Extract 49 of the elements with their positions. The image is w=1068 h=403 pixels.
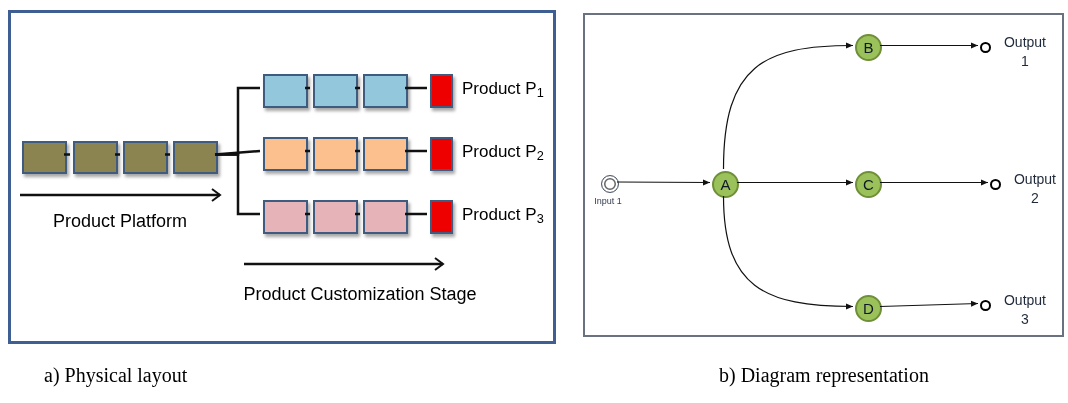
stage-label: Product Platform <box>51 210 189 233</box>
station-box <box>263 200 308 234</box>
panel-frame <box>8 10 556 344</box>
station-box <box>313 137 358 171</box>
station-box <box>363 74 408 108</box>
arrow <box>879 300 979 308</box>
node-caption: Product P$_{2}$ <box>462 141 545 165</box>
node-caption: Output 2 <box>1013 170 1057 208</box>
connector-line <box>64 153 70 156</box>
station-box <box>73 141 118 174</box>
station-box <box>123 141 168 174</box>
arrow <box>879 179 989 186</box>
arrow <box>722 42 854 170</box>
arrow <box>879 42 979 49</box>
station-box <box>313 74 358 108</box>
connector-line <box>305 212 310 216</box>
node-caption: Output 3 <box>1003 291 1047 329</box>
connector-line <box>355 212 360 216</box>
connector-line <box>215 153 260 216</box>
station-box <box>430 200 453 234</box>
station-box <box>263 74 308 108</box>
figure-caption: a) Physical layout <box>44 363 189 389</box>
connector-line <box>405 149 427 153</box>
station-box <box>430 137 453 171</box>
node-caption: Output 1 <box>1003 33 1047 71</box>
station-box <box>430 74 453 108</box>
node-caption: Product P$_{3}$ <box>462 204 545 228</box>
figure-caption: b) Diagram representation <box>719 363 930 389</box>
node-caption: Input 1 <box>593 196 623 207</box>
stage-label: Product Customization Stage <box>242 283 478 306</box>
connector-line <box>305 149 310 153</box>
station-box <box>22 141 67 174</box>
connector-line <box>165 153 170 156</box>
station-box <box>173 141 218 174</box>
arrow <box>722 195 854 310</box>
station-box <box>363 137 408 171</box>
connector-line <box>355 149 360 153</box>
station-box <box>263 137 308 171</box>
arrow <box>616 179 711 186</box>
connector-line <box>305 86 310 90</box>
connector-line <box>355 86 360 90</box>
station-box <box>363 200 408 234</box>
node-caption: Product P$_{1}$ <box>462 78 545 102</box>
arrow <box>736 179 854 186</box>
connector-line <box>405 86 427 90</box>
connector-line <box>115 153 120 156</box>
station-box <box>313 200 358 234</box>
panel-frame <box>583 13 1064 337</box>
connector-line <box>405 212 427 216</box>
